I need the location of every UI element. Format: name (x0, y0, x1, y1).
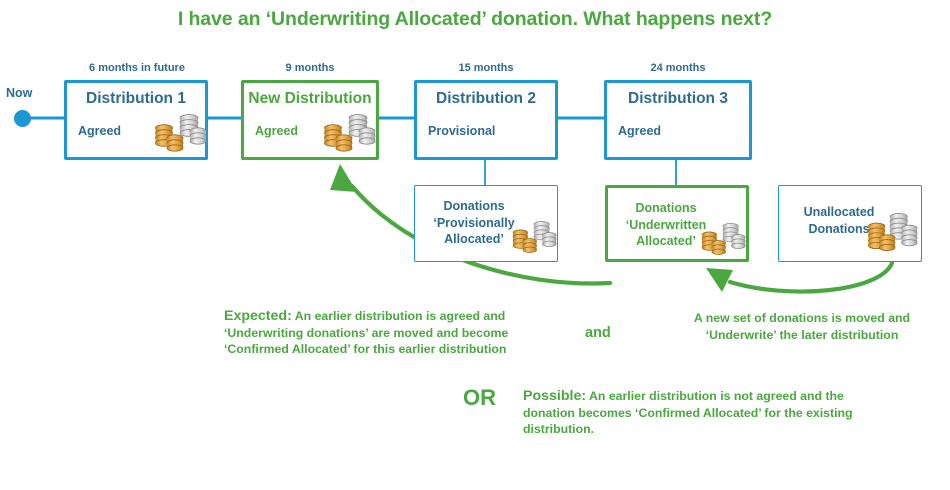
donation-box-unallocated[interactable]: Unallocated Donations (778, 185, 922, 262)
month-caption-1: 6 months in future (89, 62, 185, 74)
distribution-box-4[interactable]: Distribution 3 Agreed (604, 80, 752, 160)
distribution-title-1: Distribution 1 (86, 90, 186, 107)
possible-lead: Possible: (523, 388, 587, 404)
possible-note: Possible: An earlier distribution is not… (523, 388, 863, 438)
distribution-box-1[interactable]: Distribution 1 Agreed (64, 80, 208, 160)
donation-box-underwritten-allocated[interactable]: Donations ‘Underwritten Allocated’ (605, 185, 749, 262)
donation-box-label: Donations ‘Underwritten Allocated’ (610, 200, 722, 250)
donation-line-3: Allocated’ (636, 234, 696, 248)
distribution-status-3: Provisional (428, 124, 496, 138)
expected-note: Expected: An earlier distribution is agr… (224, 308, 554, 358)
donation-line-1: Donations (443, 199, 505, 213)
expected-body: An earlier distribution is agreed and ‘U… (224, 309, 509, 356)
distribution-status-1: Agreed (78, 124, 122, 138)
now-dot-icon (14, 110, 31, 127)
distribution-title-3: Distribution 2 (436, 90, 536, 107)
expected-lead: Expected: (224, 308, 292, 324)
distribution-title-4: Distribution 3 (628, 90, 728, 107)
donation-line-3: Allocated’ (444, 232, 504, 246)
donation-line-2: ‘Provisionally (433, 215, 515, 230)
distribution-box-3[interactable]: Distribution 2 Provisional (414, 80, 558, 160)
branch-connectors (484, 160, 677, 185)
distribution-title-2: New Distribution (248, 90, 372, 107)
donation-box-label: Donations ‘Provisionally Allocated’ (419, 198, 529, 248)
month-caption-3: 15 months (458, 62, 514, 74)
donation-line-2: ‘Underwritten (625, 217, 707, 232)
distribution-status-4: Agreed (618, 124, 662, 138)
possible-body: An earlier distribution is not agreed an… (523, 389, 853, 436)
distribution-box-2[interactable]: New Distribution Agreed (241, 80, 379, 160)
donation-line-2: Donations (808, 221, 870, 236)
arrow-to-underwritten (706, 260, 895, 294)
page-title: I have an ‘Underwriting Allocated’ donat… (177, 8, 773, 30)
donation-line-1: Donations (635, 201, 697, 215)
coin-stack-icon (324, 114, 376, 152)
month-caption-2: 9 months (285, 62, 335, 74)
arrow-to-new-distribution (330, 164, 613, 286)
month-caption-4: 24 months (650, 62, 706, 74)
conjunction-or: OR (463, 385, 496, 410)
donation-box-provisionally-allocated[interactable]: Donations ‘Provisionally Allocated’ (414, 185, 558, 262)
donation-box-label: Unallocated Donations (783, 204, 895, 237)
coin-stack-icon (512, 220, 557, 253)
coin-stack-icon (868, 212, 918, 251)
distribution-status-2: Agreed (255, 124, 299, 138)
coin-stack-icon (155, 114, 207, 152)
conjunction-and: and (585, 325, 611, 341)
donation-line-1: Unallocated (803, 205, 875, 219)
underwrite-note: A new set of donations is moved and ‘Und… (693, 311, 911, 342)
now-label: Now (6, 86, 33, 100)
coin-stack-icon (701, 222, 746, 255)
